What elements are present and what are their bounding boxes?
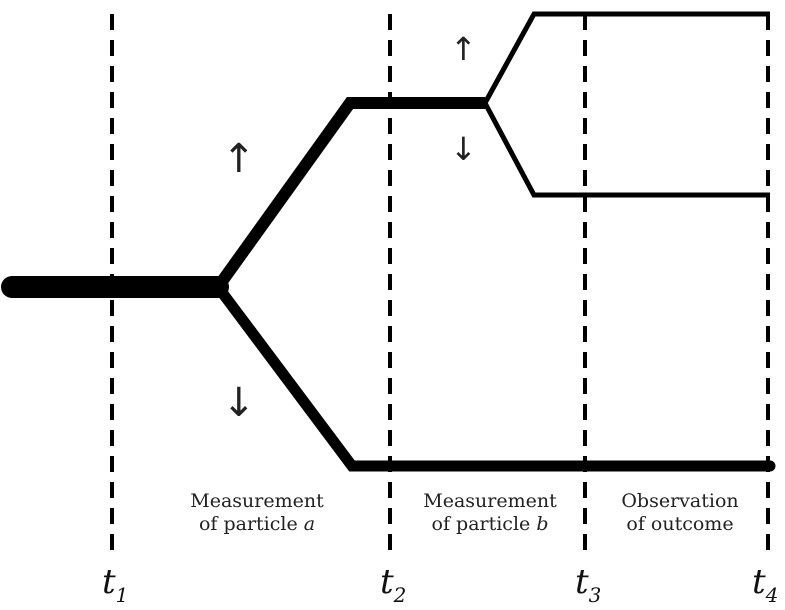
stage-label-obs-line1: Observation [621,490,739,512]
time-label-t3: t3 [575,562,602,607]
stage-label-b-line2: of particle b [431,513,549,535]
stage-label-observation: Observation of outcome [595,490,765,536]
stage-label-b: Measurement of particle b [405,490,575,536]
branch-a-up [213,97,485,291]
stage-label-a: Measurement of particle a [172,490,342,536]
time-label-t2: t2 [380,562,407,607]
stage-label-obs-line2: of outcome [626,513,734,535]
stage-label-b-line1: Measurement [423,490,557,512]
up-arrow-icon-b: ↑ [450,30,477,68]
branch-a-down [212,281,776,472]
up-arrow-icon-a: ↑ [222,136,256,182]
stage-label-a-line2: of particle a [198,513,316,535]
down-arrow-icon-b: ↓ [450,130,477,168]
branch-b-down [482,101,770,198]
time-label-t4: t4 [752,562,779,607]
branch-b-up [482,11,770,105]
down-arrow-icon-a: ↓ [222,380,256,426]
stage-label-a-line1: Measurement [190,490,324,512]
time-label-t1: t1 [102,562,129,607]
